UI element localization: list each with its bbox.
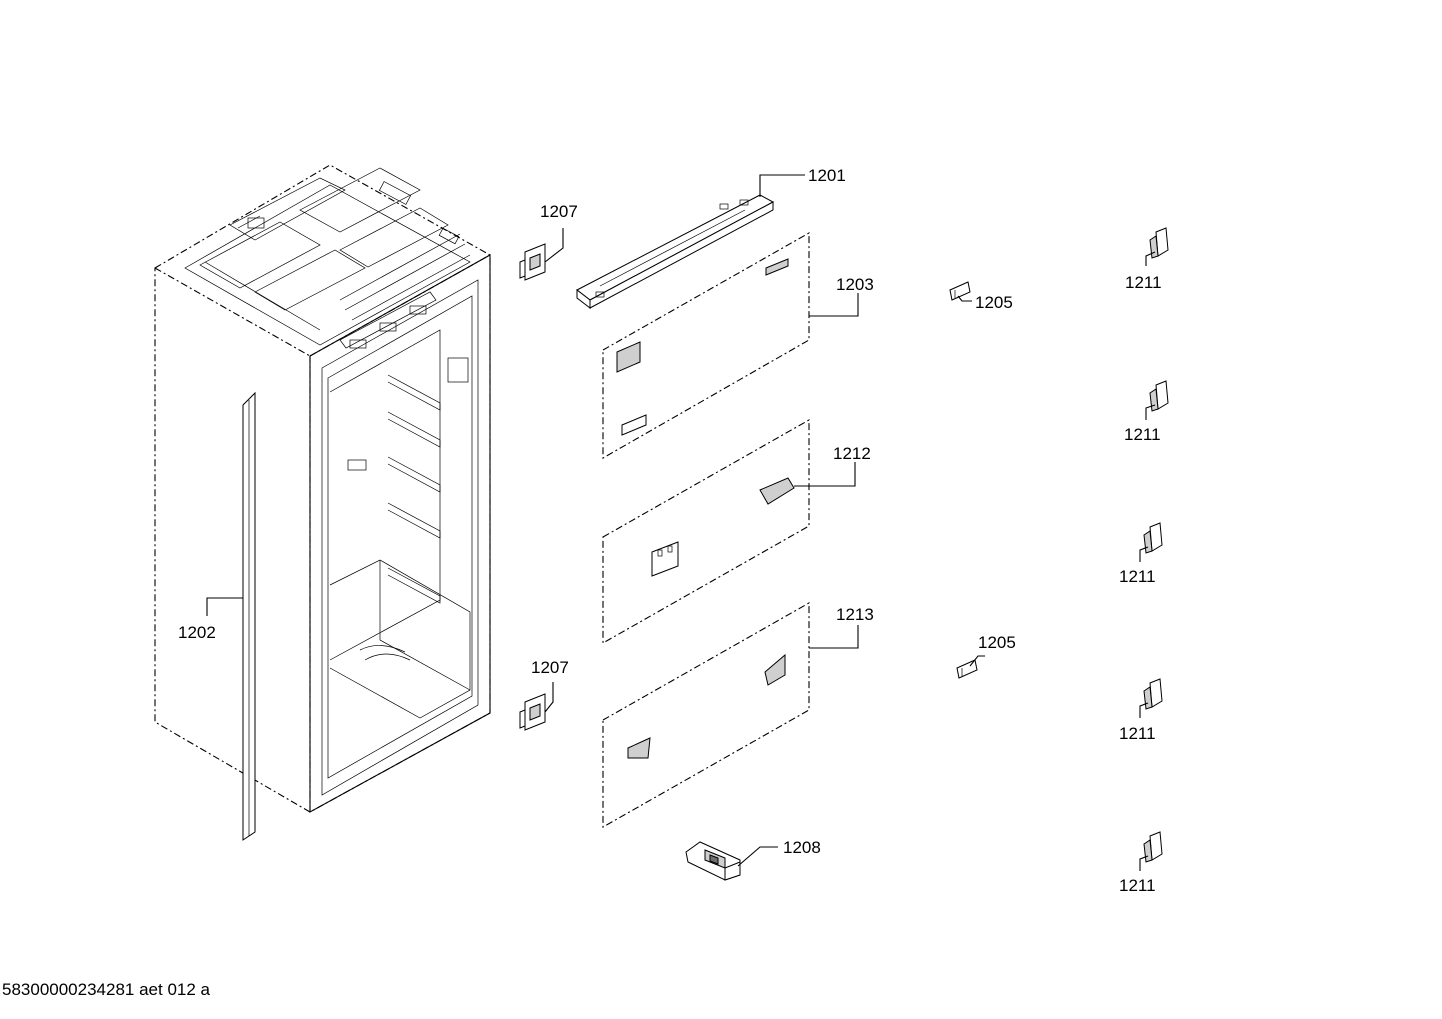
callout-1211-4: 1211 — [1119, 724, 1156, 743]
callout-1205-bottom: 1205 — [978, 633, 1016, 652]
callout-1212: 1212 — [833, 444, 871, 463]
clip-1211-5 — [1139, 831, 1163, 871]
side-strip-1202 — [206, 391, 256, 841]
drawing-id: 58300000234281 aet 012 a — [2, 980, 210, 999]
hinge-part-1208 — [685, 841, 778, 881]
cabinet-body — [154, 164, 491, 813]
callout-1207-bottom: 1207 — [531, 658, 569, 677]
callout-1207-top: 1207 — [540, 202, 578, 221]
callout-1213: 1213 — [836, 605, 874, 624]
clips-1211 — [1139, 227, 1169, 871]
clip-1205-bottom — [956, 655, 985, 679]
door-panel-1203 — [602, 232, 859, 459]
callout-1211-2: 1211 — [1124, 425, 1161, 444]
top-rail-1201 — [576, 174, 805, 310]
callout-1201: 1201 — [808, 166, 846, 185]
callout-1203: 1203 — [836, 275, 874, 294]
clip-1211-2 — [1145, 380, 1169, 420]
door-panel-1212 — [602, 419, 856, 644]
clip-1211-1 — [1145, 227, 1169, 266]
clip-1211-3 — [1139, 522, 1163, 562]
clip-1211-4 — [1139, 678, 1163, 718]
callout-1205-top: 1205 — [975, 293, 1013, 312]
clip-1205-top — [949, 281, 972, 302]
door-panel-1213 — [602, 602, 859, 828]
bracket-1207-bottom — [519, 682, 554, 731]
callout-1211-3: 1211 — [1119, 567, 1156, 586]
callout-1211-1: 1211 — [1125, 273, 1162, 292]
bracket-1207-top — [519, 228, 564, 281]
callout-labels: 1201 1202 1203 1205 1205 1207 1207 1208 … — [178, 166, 1162, 895]
callout-1211-5: 1211 — [1119, 876, 1156, 895]
shelf-supports — [387, 374, 441, 604]
callout-1208: 1208 — [783, 838, 821, 857]
callout-1202: 1202 — [178, 623, 216, 642]
